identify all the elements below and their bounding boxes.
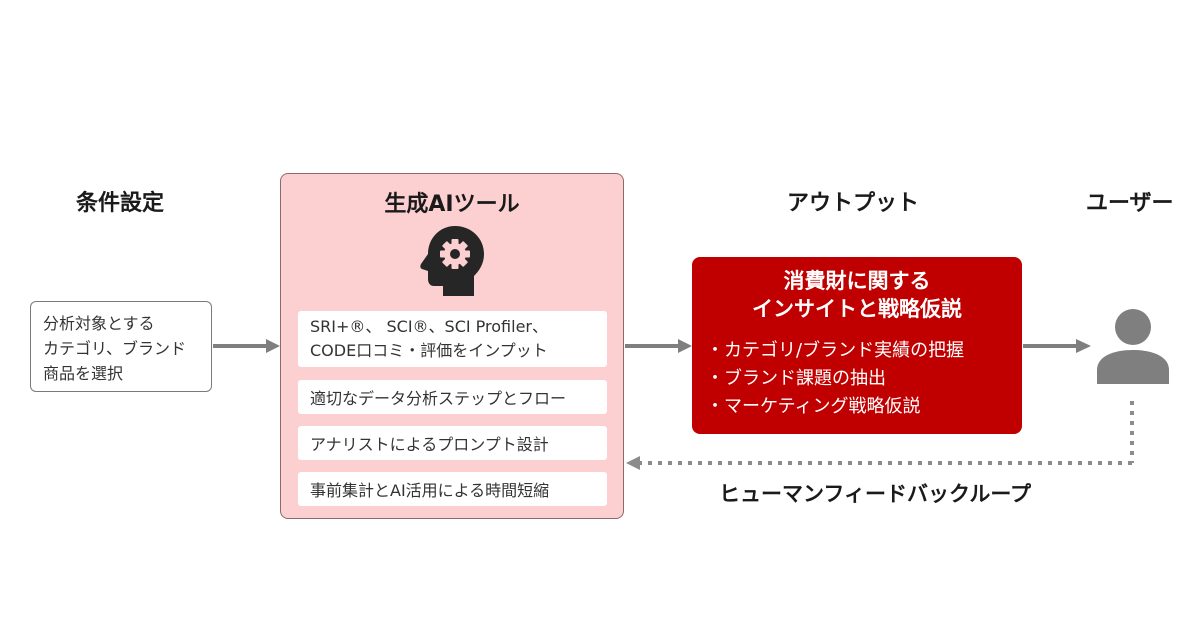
output-bullet: ・マーケティング戦略仮説 xyxy=(706,396,921,417)
ai-item-analysis-flow: 適切なデータ分析ステップとフロー xyxy=(298,380,607,414)
output-title: 消費財に関する インサイトと戦略仮説 xyxy=(692,267,1022,323)
heading-condition: 条件設定 xyxy=(76,191,165,216)
ai-tool-panel: 生成AIツール SRI+®、 SCI®、SCI Profiler、 CODE口コ… xyxy=(280,173,624,519)
arrow-ai-to-output xyxy=(625,339,692,353)
heading-output: アウトプット xyxy=(787,191,920,216)
output-title-line: 消費財に関する xyxy=(783,269,931,293)
arrow-output-to-user xyxy=(1023,339,1091,353)
output-title-line: インサイトと戦略仮説 xyxy=(752,297,962,321)
ai-item-input: SRI+®、 SCI®、SCI Profiler、 CODE口コミ・評価をインプ… xyxy=(298,311,607,367)
ai-item-label: 適切なデータ分析ステップとフロー xyxy=(310,389,567,408)
output-bullet-list: ・カテゴリ/ブランド実績の把握 ・ブランド課題の抽出 ・マーケティング戦略仮説 xyxy=(706,337,964,421)
arrow-condition-to-ai xyxy=(213,339,280,353)
condition-box: 分析対象とする カテゴリ、ブランド 商品を選択 xyxy=(30,301,212,392)
ai-item-line: SRI+®、 SCI®、SCI Profiler、 xyxy=(310,317,548,336)
output-bullet: ・ブランド課題の抽出 xyxy=(706,368,886,389)
ai-item-label: 事前集計とAI活用による時間短縮 xyxy=(310,481,550,500)
condition-line: カテゴリ、ブランド xyxy=(43,339,187,358)
ai-item-time-saving: 事前集計とAI活用による時間短縮 xyxy=(298,472,607,506)
person-icon xyxy=(1097,309,1169,384)
output-bullet: ・カテゴリ/ブランド実績の把握 xyxy=(706,340,965,361)
condition-line: 商品を選択 xyxy=(43,364,124,383)
heading-user: ユーザー xyxy=(1086,191,1174,216)
feedback-loop-arrow xyxy=(626,401,1134,470)
condition-line: 分析対象とする xyxy=(43,314,155,333)
feedback-loop-label: ヒューマンフィードバックループ xyxy=(719,482,1032,506)
head-gear-icon xyxy=(420,226,484,296)
ai-item-prompt-design: アナリストによるプロンプト設計 xyxy=(298,426,607,460)
ai-item-label: アナリストによるプロンプト設計 xyxy=(310,435,549,454)
ai-item-line: CODE口コミ・評価をインプット xyxy=(310,341,548,360)
ai-tool-title: 生成AIツール xyxy=(384,192,520,217)
output-box: 消費財に関する インサイトと戦略仮説 ・カテゴリ/ブランド実績の把握 ・ブランド… xyxy=(692,257,1022,434)
